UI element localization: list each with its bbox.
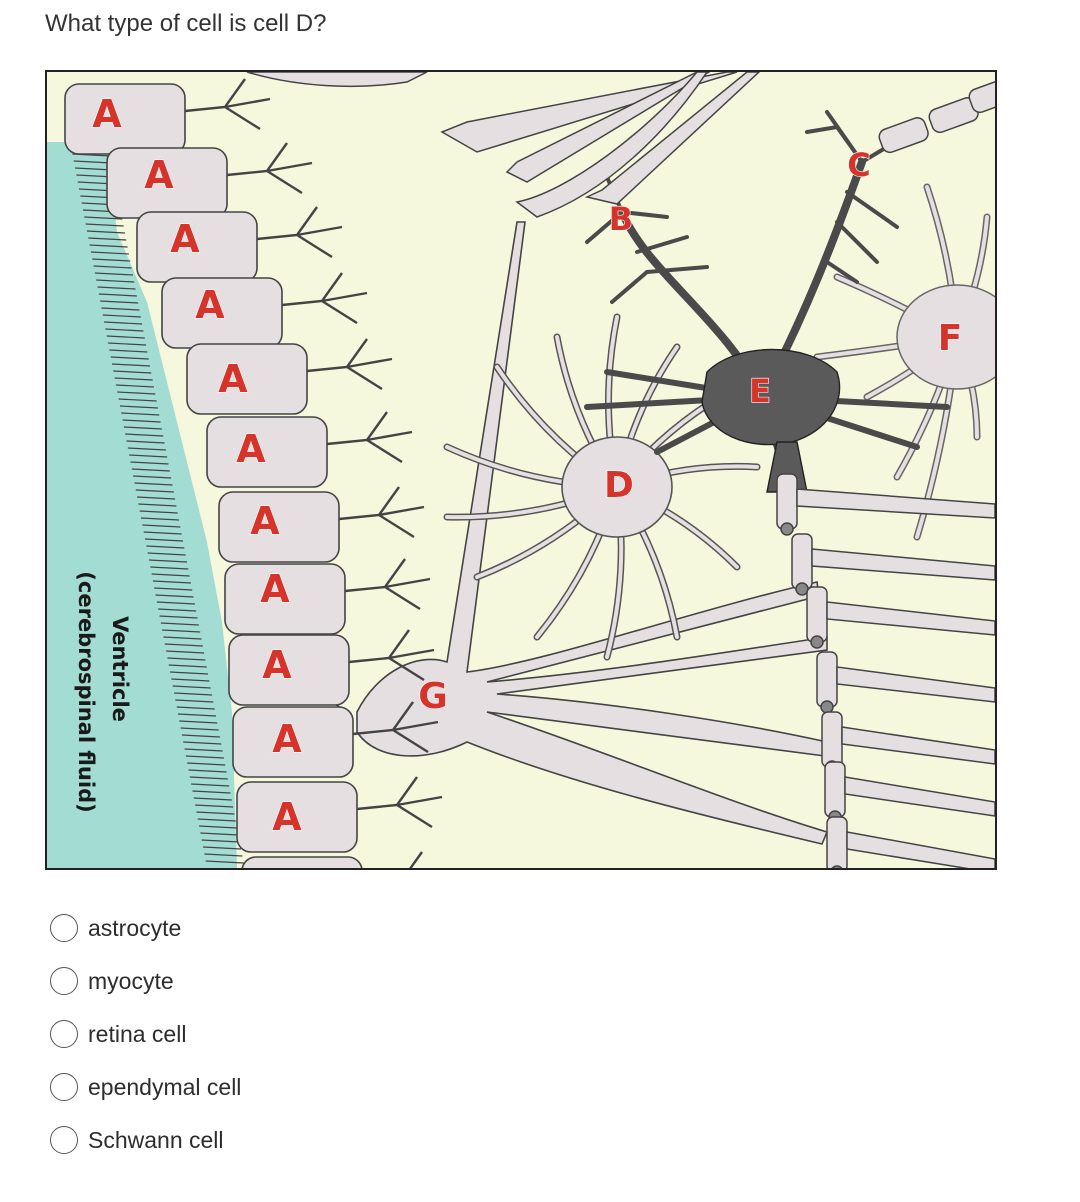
ependymal-cell xyxy=(218,486,425,563)
label-a: A xyxy=(262,643,292,687)
label-a: A xyxy=(272,717,302,761)
question-text: What type of cell is cell D? xyxy=(45,10,327,37)
myelin-segment xyxy=(816,651,995,714)
cell-f xyxy=(813,183,995,541)
option-astrocyte[interactable]: astrocyte xyxy=(50,908,370,948)
option-schwann-cell[interactable]: Schwann cell xyxy=(50,1120,370,1160)
myelin-segment xyxy=(968,77,995,114)
ependymal-cell xyxy=(241,851,423,868)
label-a: A xyxy=(218,357,248,401)
top-myelin xyxy=(246,72,761,218)
label-a: A xyxy=(195,283,225,327)
label-f: F xyxy=(938,318,963,359)
label-c: C xyxy=(847,146,870,184)
label-e: E xyxy=(749,372,771,410)
label-d: D xyxy=(604,465,634,506)
cell-g xyxy=(308,221,829,845)
radio-button[interactable] xyxy=(50,967,78,995)
ependymal-cell xyxy=(106,142,313,219)
ependymal-cell xyxy=(206,411,413,488)
myelin-segment xyxy=(791,533,995,596)
option-label: Schwann cell xyxy=(88,1126,224,1153)
label-a: A xyxy=(170,217,200,261)
option-label: ependymal cell xyxy=(88,1073,242,1100)
ependymal-cells xyxy=(64,78,443,868)
radio-button[interactable] xyxy=(50,1073,78,1101)
label-g: G xyxy=(418,676,448,717)
label-a: A xyxy=(92,92,122,136)
cell-d-astrocyte xyxy=(443,313,761,661)
option-label: myocyte xyxy=(88,967,174,994)
ependymal-cell xyxy=(228,629,435,706)
label-a: A xyxy=(250,499,280,543)
option-myocyte[interactable]: myocyte xyxy=(50,961,370,1001)
csf-label: (cerebrospinal fluid) xyxy=(74,571,98,812)
ependymal-cell xyxy=(232,701,439,778)
ependymal-cell xyxy=(224,558,431,635)
radio-button[interactable] xyxy=(50,1020,78,1048)
ventricle-label: Ventricle xyxy=(108,616,132,722)
myelinated-axons xyxy=(776,77,995,868)
label-b: B xyxy=(609,200,633,238)
myelin-segment xyxy=(821,711,995,774)
myelin-segment xyxy=(776,473,995,536)
radio-button[interactable] xyxy=(50,1126,78,1154)
label-a: A xyxy=(236,427,266,471)
option-label: astrocyte xyxy=(88,914,182,941)
label-a: A xyxy=(272,795,302,839)
option-label: retina cell xyxy=(88,1020,187,1047)
option-ependymal-cell[interactable]: ependymal cell xyxy=(50,1067,370,1107)
label-a: A xyxy=(260,567,290,611)
ependymal-cell xyxy=(136,206,343,283)
ependymal-cell xyxy=(161,272,368,349)
ependymal-cell xyxy=(236,776,443,853)
myelin-segment xyxy=(826,816,995,868)
label-a: A xyxy=(144,153,174,197)
option-retina-cell[interactable]: retina cell xyxy=(50,1014,370,1054)
myelin-segment xyxy=(806,586,995,649)
ependymal-cell xyxy=(186,338,393,415)
myelin-segment xyxy=(824,761,995,824)
myelin-segment xyxy=(878,117,929,154)
radio-button[interactable] xyxy=(50,914,78,942)
